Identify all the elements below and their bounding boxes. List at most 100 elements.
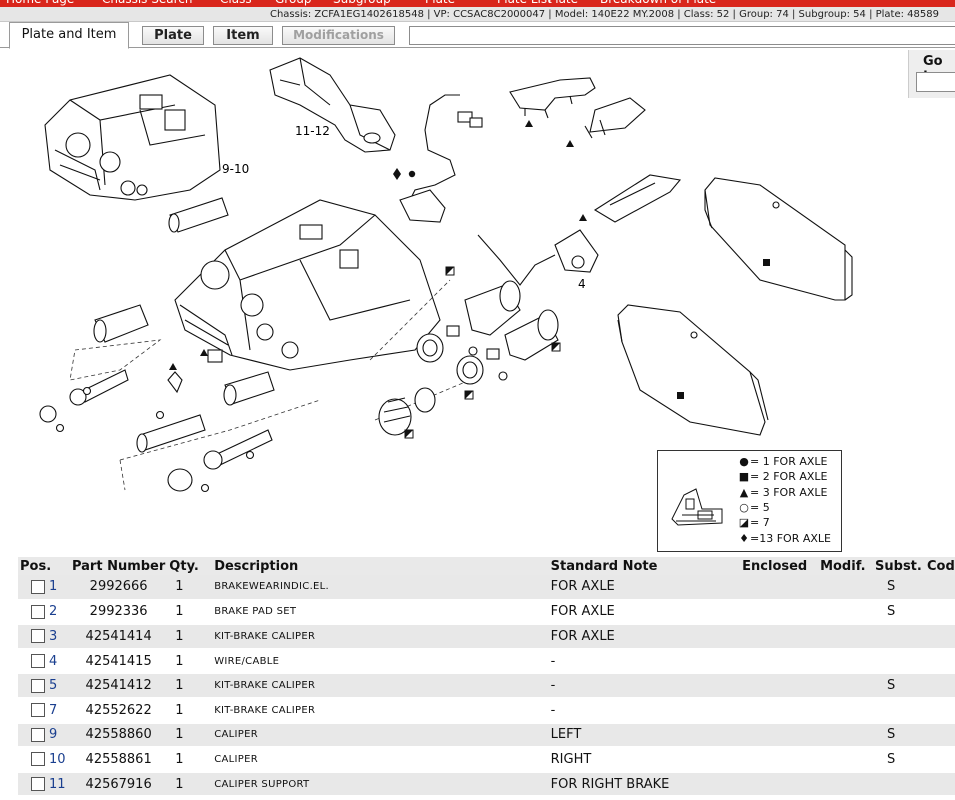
row-checkbox[interactable]	[31, 654, 45, 669]
col-qty[interactable]: Qty.	[167, 557, 213, 575]
description-cell: CALIPER SUPPORT	[212, 771, 549, 798]
pos-cell: 10	[18, 747, 70, 773]
goto-panel: Go to	[908, 50, 955, 98]
col-enclosed[interactable]: Enclosed	[740, 557, 819, 575]
row-checkbox[interactable]	[31, 752, 45, 767]
seal-small-lower-drawing[interactable]	[486, 348, 500, 360]
goto-input[interactable]	[916, 72, 955, 92]
nav-item[interactable]: Subgroup	[333, 0, 391, 6]
brake-pad-lower-drawing[interactable]	[617, 304, 769, 436]
piston-boot-lower-drawing[interactable]	[504, 309, 559, 361]
piston-ring-upper-drawing[interactable]	[416, 333, 444, 363]
col-subst[interactable]: Subst.	[873, 557, 925, 575]
pos-link[interactable]: 10	[49, 751, 66, 767]
row-checkbox[interactable]	[31, 629, 45, 644]
pos-link[interactable]: 1	[49, 579, 58, 595]
brake-pad-upper-drawing[interactable]	[704, 177, 853, 301]
dust-cap-left-drawing[interactable]	[39, 405, 57, 423]
pos-link[interactable]: 9	[49, 727, 58, 743]
part-number-cell: 42567916	[69, 771, 168, 798]
codi-cell	[925, 648, 955, 675]
standard-note-cell: FOR AXLE	[548, 599, 741, 626]
row-checkbox[interactable]	[31, 604, 45, 619]
piston-seal-left-drawing[interactable]	[414, 387, 436, 413]
nav-item[interactable]: Chassis Search	[102, 0, 192, 6]
row-checkbox[interactable]	[31, 579, 45, 594]
modif-cell	[818, 599, 874, 626]
nav-item[interactable]: Plate	[548, 0, 578, 6]
qty-cell: 1	[167, 722, 213, 749]
piston-boot-upper-drawing[interactable]	[464, 280, 521, 336]
nav-item[interactable]: Plate	[425, 0, 455, 6]
pos-link[interactable]: 3	[49, 628, 58, 644]
pin-boot-drawing[interactable]	[167, 468, 193, 492]
col-codi[interactable]: Codi	[925, 557, 955, 575]
main-caliper-body-drawing[interactable]	[174, 199, 441, 371]
qty-cell: 1	[167, 673, 213, 699]
col-modif[interactable]: Modif.	[818, 557, 874, 575]
pos-link[interactable]: 5	[49, 678, 58, 694]
enclosed-cell	[740, 697, 819, 724]
col-description[interactable]: Description	[212, 557, 549, 575]
item-button[interactable]: Item	[213, 26, 273, 45]
pos-link[interactable]: 4	[49, 653, 58, 669]
nav-item[interactable]: Breakdown of Plate	[600, 0, 716, 6]
guide-bolt-left-drawing[interactable]	[69, 369, 129, 406]
pad-clip-drawing[interactable]	[584, 97, 646, 139]
subst-cell	[873, 648, 925, 675]
tab-plate-and-item[interactable]: Plate and Item	[9, 22, 129, 49]
plate-button[interactable]: Plate	[142, 26, 204, 45]
table-header-row: Pos. Part Number Qty. Description Standa…	[18, 557, 955, 575]
description-cell: BRAKEWEARINDIC.EL.	[212, 575, 549, 601]
nav-item[interactable]: Home Page	[6, 0, 74, 6]
description-cell: WIRE/CABLE	[212, 648, 549, 675]
modif-cell	[818, 575, 874, 601]
row-checkbox[interactable]	[31, 727, 45, 742]
pos-link[interactable]: 11	[49, 776, 66, 792]
subst-cell	[873, 624, 925, 650]
row-checkbox[interactable]	[31, 777, 45, 792]
nav-item[interactable]: Plate List	[497, 0, 552, 6]
guide-pin-short-drawing[interactable]	[168, 197, 229, 233]
pin-cap-drawing[interactable]	[167, 371, 183, 394]
pos-link[interactable]: 2	[49, 604, 58, 620]
sensor-cable-drawing[interactable]	[477, 229, 599, 286]
caliper-9-10-drawing[interactable]	[44, 74, 221, 201]
guide-bushing-drawing[interactable]	[93, 304, 149, 343]
wear-indicator-wire-drawing[interactable]	[399, 94, 483, 223]
nav-item[interactable]: Group	[275, 0, 312, 6]
row-checkbox[interactable]	[31, 678, 45, 693]
modif-cell	[818, 673, 874, 699]
qty-cell: 1	[167, 575, 213, 601]
piston-boot-left-drawing[interactable]	[378, 397, 412, 436]
retaining-plate-drawing[interactable]	[593, 174, 682, 223]
description-cell: CALIPER	[212, 722, 549, 749]
small-bushing-drawing[interactable]	[207, 349, 223, 363]
legend-row: ◪= 7	[738, 516, 770, 529]
guide-pin-long-drawing[interactable]	[136, 414, 206, 453]
pad-spring-drawing[interactable]	[509, 77, 596, 119]
guide-sleeve-drawing[interactable]	[223, 371, 275, 406]
row-checkbox[interactable]	[31, 703, 45, 718]
piston-ring-lower-drawing[interactable]	[456, 355, 484, 385]
nav-item[interactable]: Class	[220, 0, 252, 6]
codi-cell	[925, 722, 955, 749]
subst-cell	[873, 771, 925, 798]
col-standard-note[interactable]: Standard Note	[548, 557, 741, 575]
guide-bolt-right-drawing[interactable]	[203, 429, 273, 470]
col-part-number[interactable]: Part Number	[69, 557, 168, 575]
seal-small-upper-drawing[interactable]	[446, 325, 460, 337]
caliper-support-11-12-drawing[interactable]	[269, 57, 396, 153]
pos-link[interactable]: 7	[49, 702, 58, 718]
modifications-button[interactable]: Modifications	[282, 26, 395, 45]
col-pos[interactable]: Pos.	[18, 557, 70, 575]
